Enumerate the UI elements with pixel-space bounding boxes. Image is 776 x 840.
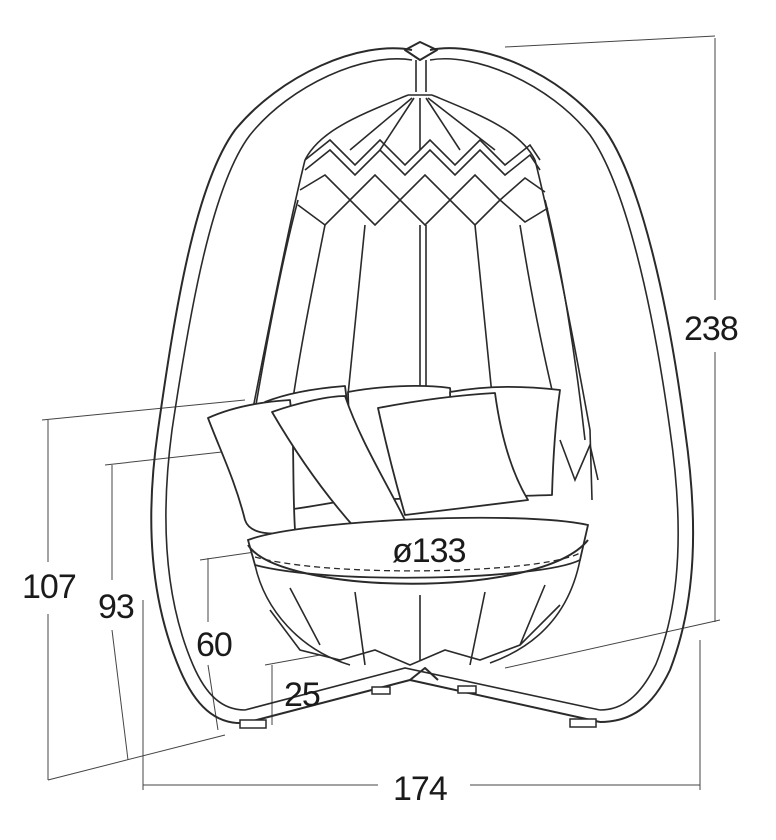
width-label: 174 — [393, 770, 447, 808]
seat-height-label: 60 — [196, 626, 232, 664]
side-cushion-left — [207, 399, 296, 535]
seat-diameter-label: ø133 — [392, 532, 466, 570]
pod-bottom-height-label: 25 — [284, 676, 320, 714]
pod-top-height-label: 107 — [22, 568, 76, 606]
dimension-lines — [41, 35, 721, 790]
stand-frame — [150, 41, 695, 729]
total-height-label: 238 — [684, 310, 738, 348]
front-cushion-right — [377, 392, 529, 516]
seat — [246, 516, 590, 666]
cushions — [207, 385, 561, 535]
cushion-height-label: 93 — [98, 588, 134, 626]
